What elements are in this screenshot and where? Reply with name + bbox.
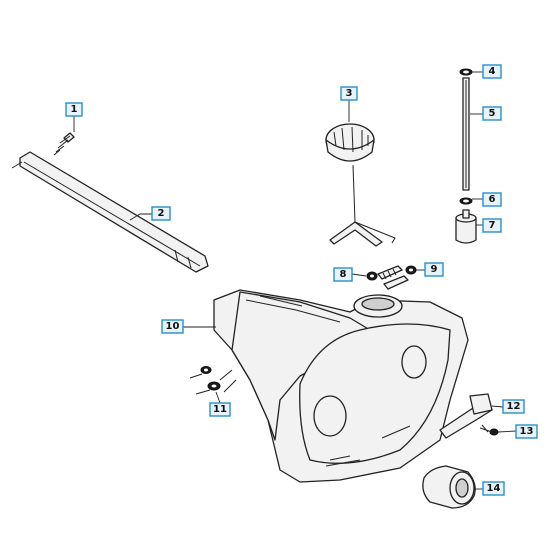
callout-2: 2: [151, 206, 171, 221]
callout-label-10: 10: [166, 321, 180, 332]
callout-1: 1: [65, 102, 83, 117]
part-washer-screw-8-9: [366, 265, 417, 290]
part-cylinder-cap-14: [422, 465, 476, 509]
part-nut-11: [189, 366, 237, 395]
callout-label-11: 11: [213, 404, 227, 415]
callout-label-8: 8: [340, 269, 347, 280]
callout-14: 14: [482, 481, 505, 496]
callout-label-4: 4: [489, 66, 496, 77]
callout-label-13: 13: [520, 426, 534, 437]
leader-12: [491, 405, 504, 408]
callout-8: 8: [333, 267, 353, 282]
callout-9: 9: [424, 262, 444, 277]
callout-label-3: 3: [346, 88, 353, 99]
part-fuel-tank-10: [213, 289, 469, 483]
callout-11: 11: [209, 402, 231, 417]
part-fuel-cap-3: [325, 123, 396, 247]
callout-13: 13: [515, 424, 538, 439]
leader-11: [215, 391, 221, 404]
callout-label-5: 5: [489, 108, 496, 119]
leader-2: [129, 213, 152, 221]
callout-7: 7: [482, 218, 502, 233]
leader-13: [497, 430, 517, 433]
callout-label-14: 14: [487, 483, 501, 494]
callout-label-12: 12: [507, 401, 521, 412]
callout-label-7: 7: [489, 220, 496, 231]
callout-label-6: 6: [489, 194, 496, 205]
callout-3: 3: [340, 86, 358, 101]
part-fuel-line-assembly: [455, 68, 477, 244]
callout-5: 5: [482, 106, 502, 121]
part-bracket-12: [439, 393, 493, 439]
callout-12: 12: [502, 399, 525, 414]
part-screw-1: [53, 132, 75, 156]
leader-8: [351, 273, 367, 277]
callout-10: 10: [161, 319, 184, 334]
part-screw-13: [479, 424, 499, 436]
callout-label-1: 1: [71, 104, 78, 115]
callout-label-9: 9: [431, 264, 438, 275]
part-handle-tube-2: [11, 151, 209, 273]
callout-4: 4: [482, 64, 502, 79]
callout-label-2: 2: [158, 208, 165, 219]
callout-6: 6: [482, 192, 502, 207]
